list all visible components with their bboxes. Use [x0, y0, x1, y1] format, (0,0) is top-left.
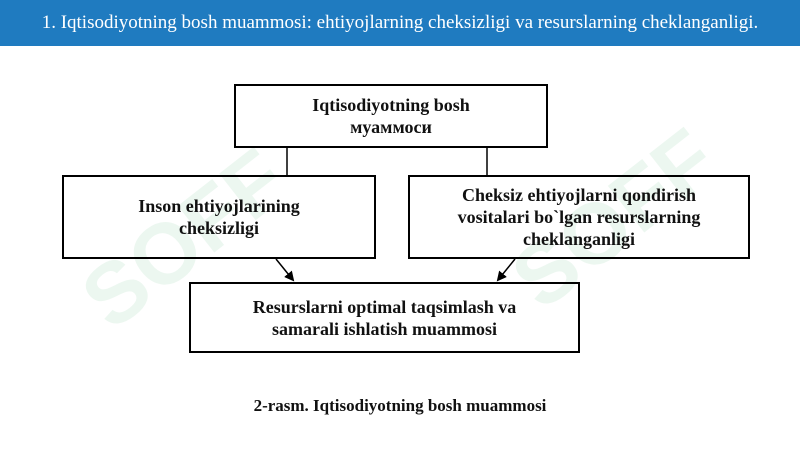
arrow-left-to-bottom: [275, 258, 295, 282]
arrow-right-to-bottom: [496, 258, 516, 282]
figure-caption: 2-rasm. Iqtisodiyotning bosh muammosi: [253, 396, 547, 415]
box-main-problem-label: Iqtisodiyotning bosh муаммоси: [312, 95, 470, 137]
box-optimal-allocation-label: Resurslarni optimal taqsimlash va samara…: [252, 296, 517, 339]
box-unlimited-wants-label: Inson ehtiyojlarining cheksizligi: [138, 196, 300, 238]
box-optimal-allocation: Resurslarni optimal taqsimlash va samara…: [189, 282, 580, 353]
box-main-problem: Iqtisodiyotning bosh муаммоси: [234, 84, 548, 148]
box-limited-resources: Cheksiz ehtiyojlarni qondirish vositalar…: [408, 175, 750, 259]
box-unlimited-wants: Inson ehtiyojlarining cheksizligi: [62, 175, 376, 259]
slide-title: 1. Iqtisodiyotning bosh muammosi: ehtiyo…: [41, 12, 759, 33]
slide-title-bar: 1. Iqtisodiyotning bosh muammosi: ehtiyo…: [0, 0, 800, 46]
box-limited-resources-label: Cheksiz ehtiyojlarni qondirish vositalar…: [457, 185, 701, 249]
